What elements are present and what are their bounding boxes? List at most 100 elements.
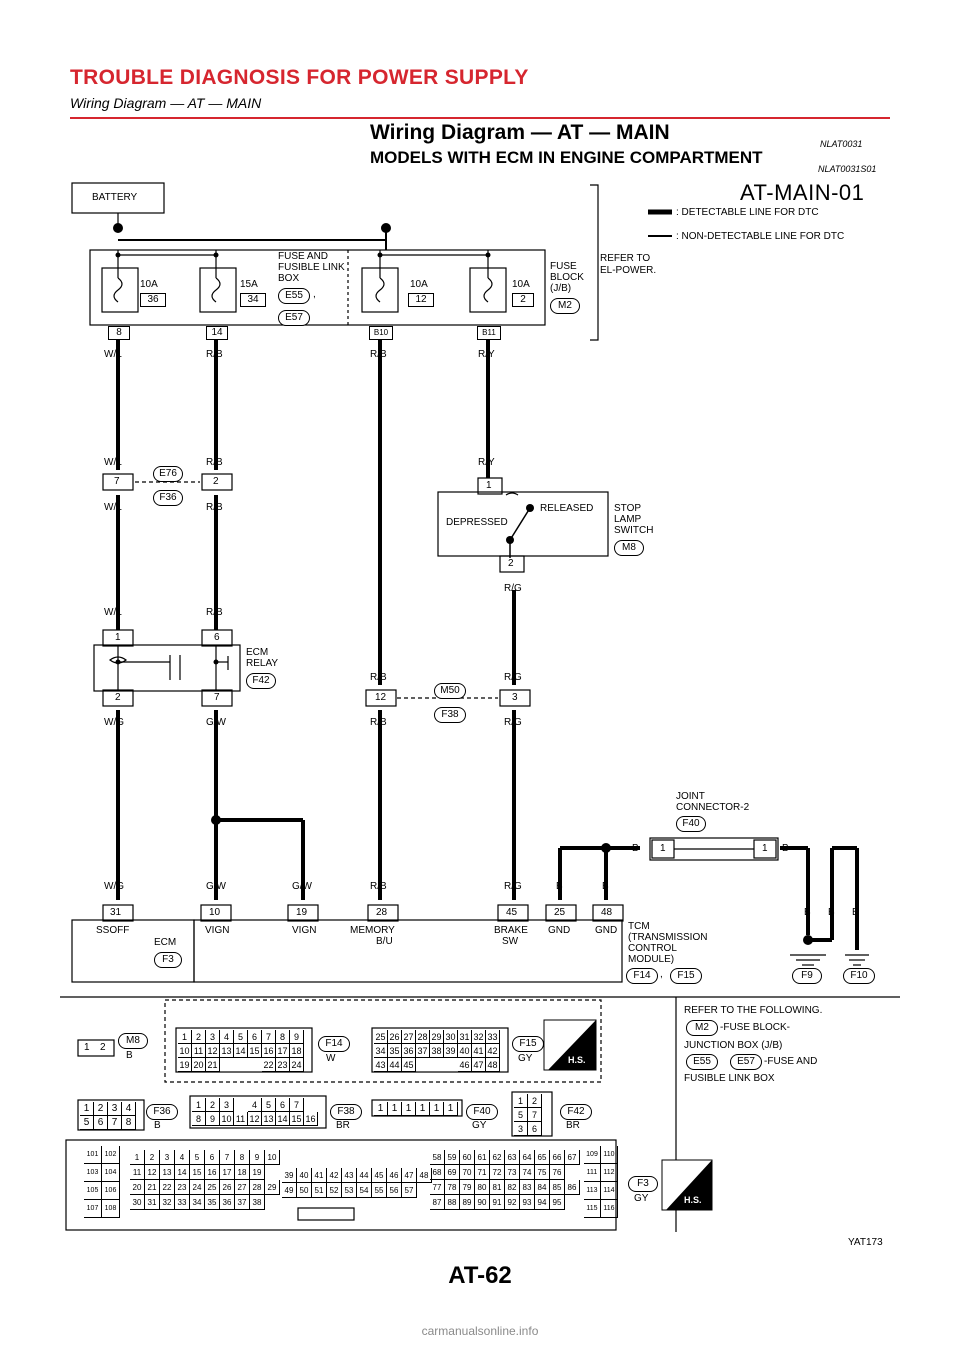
f3-mid-pin: 39	[282, 1168, 297, 1183]
f3-mid-pin: 45	[372, 1168, 387, 1183]
f14-pin: 3	[206, 1030, 220, 1044]
f3-main-pin: 22	[160, 1180, 175, 1195]
f3-main-pin: 28	[250, 1180, 265, 1195]
ecm-pin-31: 31	[110, 907, 122, 918]
ecm-ssoff: SSOFF	[96, 925, 130, 936]
watermark: carmanualsonline.info	[421, 1324, 539, 1338]
refer-line-4: FUSIBLE LINK BOX	[684, 1073, 775, 1084]
f3-left-pin: 104	[102, 1164, 120, 1182]
f3-rb-pin: 72	[490, 1165, 505, 1180]
fuse-holder-1	[101, 267, 139, 313]
relay-pin-1: 1	[115, 632, 121, 643]
stop-released: RELEASED	[540, 503, 594, 514]
f3-rb-pin: 77	[430, 1180, 445, 1195]
f14-pin: 14	[234, 1044, 248, 1058]
tcm-label-3: CONTROL	[628, 943, 677, 954]
ground-f10: F10	[843, 968, 875, 984]
joint-label-1: JOINT	[676, 791, 705, 802]
fuse2-num: 34	[240, 293, 266, 307]
figure-id: YAT173	[848, 1237, 883, 1248]
f3-mid-pin: 43	[342, 1168, 357, 1183]
f36-pin: 3	[108, 1102, 122, 1116]
fb-fuse1-amp: 10A	[410, 279, 428, 290]
wire-ry-1: R/Y	[478, 349, 495, 360]
refer-power-2: EL-POWER.	[600, 265, 657, 276]
f3-main-pin: 35	[205, 1195, 220, 1210]
pin-b10: B10	[369, 326, 393, 340]
hs-icon-2	[661, 1159, 713, 1211]
f15-pin: 25	[374, 1030, 388, 1044]
tcm-pin-48-name: GND	[595, 925, 618, 936]
f38-pin: 11	[234, 1112, 248, 1126]
wire-rg-1: R/G	[504, 583, 522, 594]
ecm-label: ECM	[154, 937, 177, 948]
wire-wl-1: W/L	[104, 349, 122, 360]
refer-title: REFER TO THE FOLLOWING.	[684, 1005, 823, 1016]
relay-pin-7: 7	[214, 692, 220, 703]
f3-rb-pin: 89	[460, 1195, 475, 1210]
tcm-label-1: TCM	[628, 921, 650, 932]
label-m8: M8	[118, 1033, 148, 1049]
wire-rb-4: R/B	[206, 502, 223, 513]
f38-pin: 13	[262, 1112, 276, 1126]
f15-pin: 33	[486, 1030, 500, 1044]
f3-main-pin: 15	[190, 1165, 205, 1180]
f3-mid-pin: 46	[387, 1168, 402, 1183]
tcm-pin-48: 48	[601, 907, 613, 918]
f3-rb-pin: 64	[520, 1150, 535, 1165]
f14-pin: 10	[178, 1044, 192, 1058]
wire-b-5: B	[852, 907, 859, 918]
f3-main-pin: 19	[250, 1165, 265, 1180]
stop-label-2: LAMP	[614, 514, 642, 525]
wire-rb-5: R/B	[206, 607, 223, 618]
f15-pin	[416, 1058, 430, 1072]
conn-f14: F14	[626, 968, 658, 984]
wire-b-joint-2: B	[782, 843, 789, 854]
f42-pin: 6	[528, 1122, 542, 1136]
f36-pin: 8	[122, 1116, 136, 1130]
wire-gw-3: G/W	[292, 881, 312, 892]
f3-rb-pin: 95	[550, 1195, 565, 1210]
f3-main-pin: 21	[145, 1180, 160, 1195]
wire-wg-1: W/G	[104, 717, 124, 728]
tcm-pin-28-name2: B/U	[376, 936, 393, 947]
f3-right-pin: 113	[584, 1182, 601, 1200]
f15-pin: 44	[388, 1058, 402, 1072]
diagram-id: AT-MAIN-01	[740, 180, 865, 205]
conn-f36: F36	[153, 490, 183, 506]
f3-rb-pin: 76	[550, 1165, 565, 1180]
f3-main-pin: 20	[130, 1180, 145, 1195]
wire-rg-4: R/G	[504, 881, 522, 892]
fuse1-amp: 10A	[140, 279, 158, 290]
f3-left-pin: 101	[84, 1146, 102, 1164]
f3-rb-pin: 60	[460, 1150, 475, 1165]
f15-pin: 26	[388, 1030, 402, 1044]
joint-pin-b: 1	[762, 843, 768, 854]
f3-left-pin: 103	[84, 1164, 102, 1182]
f14-pin: 22	[262, 1058, 276, 1072]
f3-rb-pin: 65	[535, 1150, 550, 1165]
section-title: MODELS WITH ECM IN ENGINE COMPARTMENT	[370, 148, 763, 167]
f3-rb-pin: 70	[460, 1165, 475, 1180]
tcm-pin-28: 28	[376, 907, 388, 918]
tcm-pin-19: 19	[296, 907, 308, 918]
f15-pin: 36	[402, 1044, 416, 1058]
f3-rb-pin: 82	[505, 1180, 520, 1195]
f3-rb-pin: 62	[490, 1150, 505, 1165]
f3-rb-pin: 74	[520, 1165, 535, 1180]
f3-left-pin: 108	[102, 1200, 120, 1218]
f3-main-pin: 8	[235, 1150, 250, 1165]
refer-line-1: -FUSE BLOCK-	[720, 1022, 791, 1033]
f40-pin: 1	[444, 1102, 458, 1116]
label-f38: F38	[330, 1104, 362, 1120]
f3-main-pin: 1	[130, 1150, 145, 1165]
conn-comma: ,	[313, 289, 316, 300]
